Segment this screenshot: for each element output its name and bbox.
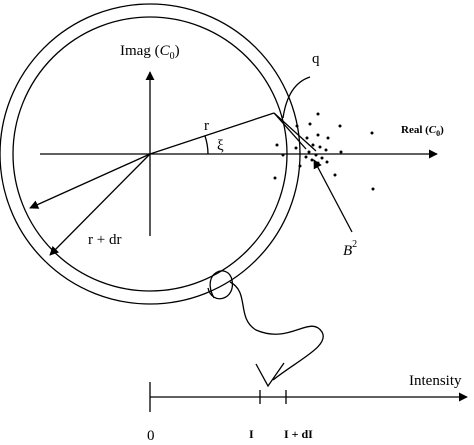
r-plus-dr-label: r + dr — [88, 232, 121, 248]
fan-line-2 — [273, 112, 307, 150]
cluster-dot — [298, 164, 302, 168]
real-axis-label: Real (C0) — [401, 124, 444, 138]
lasso-curve — [229, 281, 324, 381]
b2-arrow — [313, 159, 353, 233]
cluster-dot — [324, 148, 328, 152]
q-pointer — [282, 76, 311, 119]
i-plus-di-label: I + dI — [284, 427, 313, 441]
b2-label: B2 — [343, 239, 357, 259]
cluster-dot — [304, 155, 308, 159]
radius-inner-arrow — [29, 153, 151, 209]
cluster-dot — [316, 161, 320, 165]
radius-r-line — [149, 112, 275, 155]
cluster-dot — [320, 156, 324, 160]
cluster-dot — [371, 187, 375, 191]
cluster-dot — [310, 158, 314, 162]
i-label: I — [249, 427, 254, 441]
cluster-dot — [326, 136, 330, 140]
cluster-dot — [305, 136, 309, 140]
intensity-label: Intensity — [409, 373, 462, 389]
cluster-dot — [339, 150, 343, 154]
radius-outer-arrow — [49, 153, 151, 256]
cluster-dot — [316, 133, 320, 137]
cluster-dot — [307, 150, 311, 154]
down-arrowhead — [255, 362, 285, 388]
xi-label: ξ — [217, 138, 224, 154]
cluster-dot — [275, 143, 279, 147]
r-label: r — [204, 118, 209, 134]
cluster-dot — [316, 112, 320, 116]
phasor-cluster-dots — [273, 112, 375, 191]
lasso-loop — [207, 270, 233, 300]
fan-line-1 — [273, 112, 317, 152]
cluster-dot — [273, 176, 277, 180]
cluster-dot — [314, 153, 318, 157]
cluster-dot — [318, 145, 322, 149]
cluster-dot — [370, 131, 374, 135]
cluster-dot — [308, 122, 312, 126]
cluster-dot — [294, 146, 298, 150]
zero-label: 0 — [147, 428, 155, 444]
cluster-dot — [295, 124, 299, 128]
q-label: q — [312, 51, 320, 67]
cluster-dot — [333, 173, 337, 177]
cluster-dot — [325, 160, 329, 164]
cluster-dot — [338, 124, 342, 128]
cluster-dot — [311, 143, 315, 147]
imag-axis-label: Imag (C0) — [120, 43, 180, 62]
cluster-dot — [281, 153, 285, 157]
xi-angle-arc — [204, 135, 209, 155]
